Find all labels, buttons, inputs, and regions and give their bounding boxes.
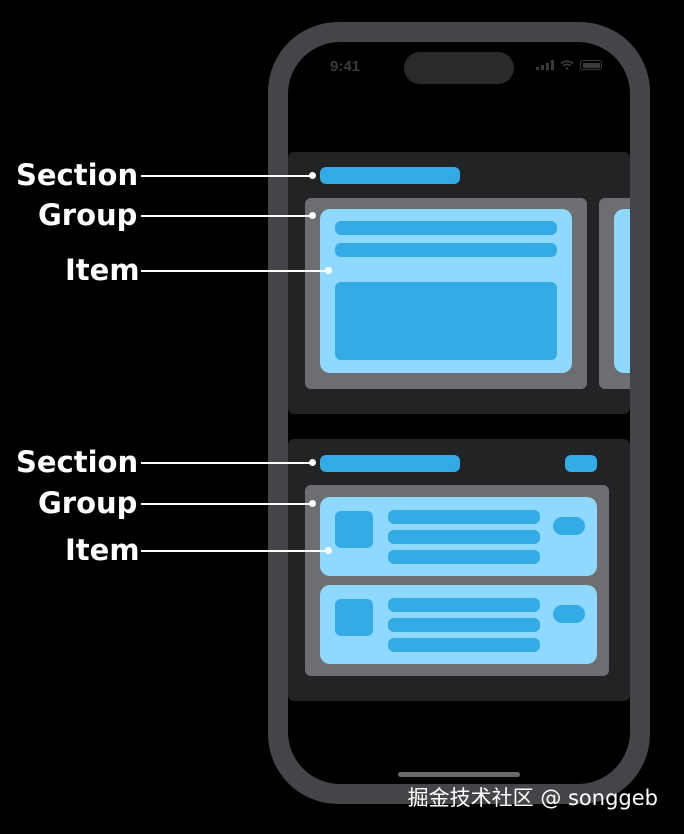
phone-screen: 9:41: [288, 42, 630, 784]
battery-icon: [580, 60, 602, 70]
item-line-2: [335, 243, 557, 257]
group-leader-1: [141, 215, 312, 217]
section-leader-dot-2: [309, 459, 316, 466]
signal-icon: [536, 60, 554, 70]
section-1-group: [305, 198, 587, 389]
home-indicator: [398, 772, 520, 777]
group-leader-dot-1: [309, 212, 316, 219]
watermark: 掘金技术社区 @ songgeb: [407, 786, 658, 810]
section-1-next-group: [599, 198, 630, 389]
item-line-1: [335, 221, 557, 235]
item-thumbnail: [335, 511, 373, 548]
item-thumbnail: [335, 599, 373, 636]
dynamic-island: [404, 52, 514, 84]
item-leader-dot-2: [325, 547, 332, 554]
item-image-placeholder: [335, 282, 557, 360]
group-label-1: Group: [38, 198, 138, 232]
section-label-2: Section: [16, 445, 139, 479]
item-line-1: [388, 510, 540, 524]
section-1-header-bar: [320, 167, 460, 184]
section-2-item-2[interactable]: [320, 585, 597, 664]
status-icons: [536, 60, 602, 70]
item-label-1: Item: [65, 253, 140, 287]
section-2-item-1[interactable]: [320, 497, 597, 576]
section-2: [288, 439, 630, 701]
item-label-2: Item: [65, 533, 140, 567]
item-line-3: [388, 638, 540, 652]
status-time: 9:41: [330, 58, 361, 75]
item-pill: [553, 517, 585, 535]
section-leader-2: [141, 462, 312, 464]
item-leader-2: [141, 550, 329, 552]
section-label-1: Section: [16, 158, 139, 192]
section-2-header-accessory[interactable]: [565, 455, 597, 472]
group-leader-dot-2: [309, 500, 316, 507]
item-line-2: [388, 530, 540, 544]
section-leader-dot-1: [309, 172, 316, 179]
section-2-group: [305, 485, 609, 676]
item-line-2: [388, 618, 540, 632]
item-leader-1: [141, 270, 329, 272]
item-pill: [553, 605, 585, 623]
item-line-3: [388, 550, 540, 564]
section-1-item[interactable]: [320, 209, 572, 373]
wifi-icon: [560, 60, 574, 70]
section-leader-1: [141, 175, 312, 177]
group-leader-2: [141, 503, 312, 505]
section-2-header-bar: [320, 455, 460, 472]
section-1-next-item[interactable]: [614, 209, 630, 373]
group-label-2: Group: [38, 486, 138, 520]
item-line-1: [388, 598, 540, 612]
section-1: [288, 152, 630, 414]
item-leader-dot-1: [325, 267, 332, 274]
